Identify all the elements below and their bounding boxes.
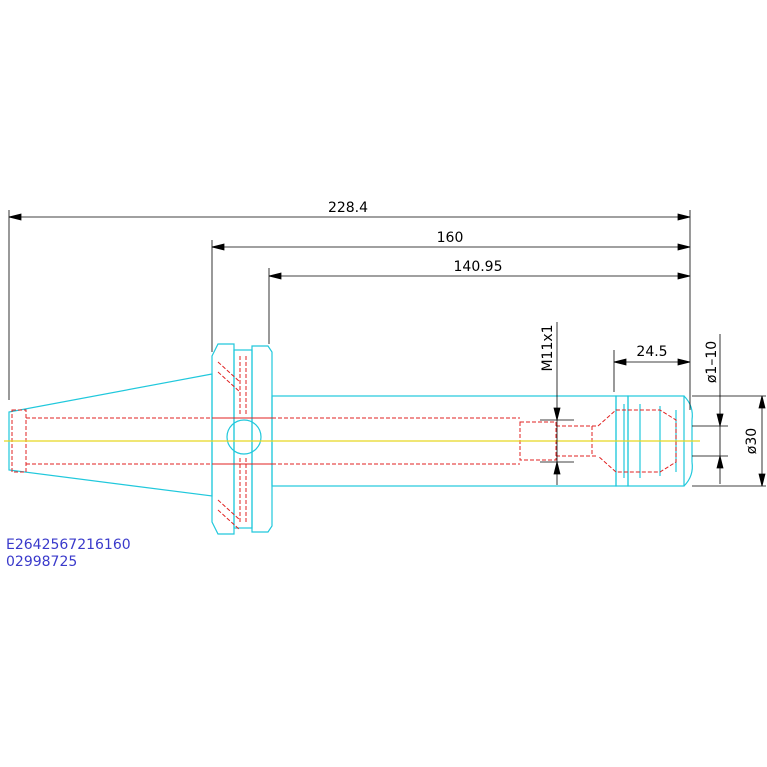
dim-nut-diameter: ø30 bbox=[744, 428, 760, 454]
dim-thread: M11x1 bbox=[540, 324, 556, 371]
dim-overall-length: 228.4 bbox=[328, 200, 368, 216]
dim-collar-to-tip: 140.95 bbox=[454, 259, 503, 275]
hidden-lines bbox=[11, 356, 677, 531]
dim-flange-to-tip: 160 bbox=[437, 230, 464, 246]
drawing-area bbox=[0, 200, 767, 570]
orientation-hole bbox=[226, 419, 262, 455]
flange-front bbox=[211, 343, 235, 535]
dim-nut-length: 24.5 bbox=[636, 344, 667, 360]
flange-rear bbox=[251, 345, 273, 533]
dim-clamp-range: ø1–10 bbox=[704, 341, 720, 383]
article-code: E2642567216160 bbox=[6, 537, 131, 553]
ean-code: 02998725 bbox=[6, 554, 78, 570]
dimension-lines bbox=[8, 210, 766, 487]
